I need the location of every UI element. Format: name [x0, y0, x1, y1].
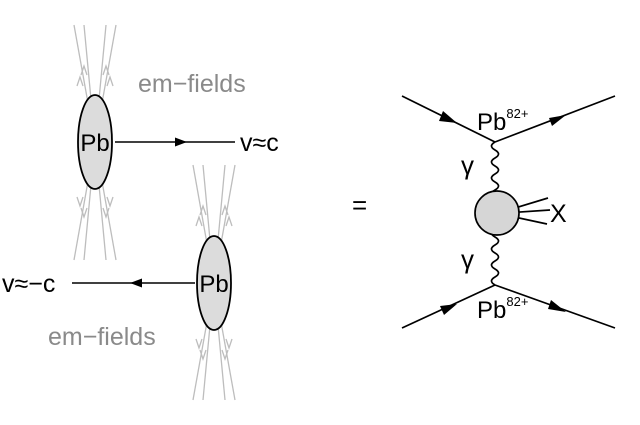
arrowhead-bottom-in: [440, 304, 457, 315]
field-label-top: em−fields: [138, 70, 246, 98]
equals-sign: =: [352, 190, 367, 220]
arrowhead-bottom-out: [548, 300, 566, 312]
top-ion-charge: 82+: [506, 106, 528, 121]
nucleus-bottom: [196, 235, 232, 331]
arrowhead-top-in: [439, 111, 457, 123]
velocity-label-right: v≈c: [240, 129, 279, 157]
arrowhead-left: [130, 278, 142, 288]
photon-top-label: γ: [461, 150, 474, 180]
photon-top-line: [490, 141, 500, 199]
arrowhead-top-out: [549, 115, 566, 126]
bottom-ion-charge: 82+: [506, 294, 528, 309]
photon-bottom-label: γ: [461, 244, 474, 274]
product-label: X: [550, 200, 567, 228]
interaction-blob: [474, 190, 520, 236]
photon-bottom-line: [490, 228, 500, 286]
feynman-diagram: [401, 95, 616, 329]
nucleus-top: [77, 94, 113, 190]
bottom-ion-label: Pb82+: [477, 294, 528, 324]
nucleus-top-label: Pb: [80, 130, 109, 157]
nucleus-bottom-label: Pb: [199, 271, 228, 298]
field-label-bottom: em−fields: [48, 323, 156, 351]
top-ion-label: Pb82+: [477, 106, 528, 136]
arrowhead-right: [175, 137, 187, 147]
velocity-label-left: v≈−c: [2, 270, 55, 298]
